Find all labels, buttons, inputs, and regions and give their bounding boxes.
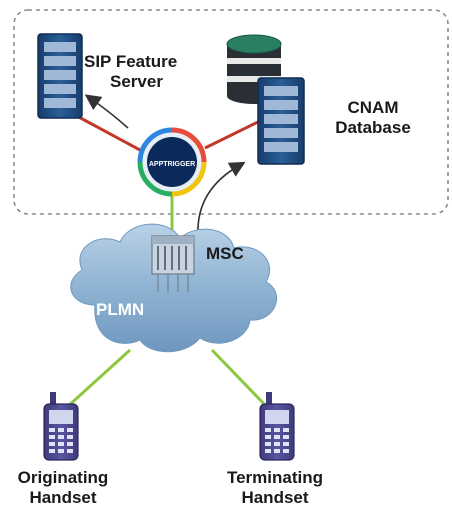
service-layer-boundary <box>13 9 449 215</box>
signal-arrow-to-sip <box>84 94 129 129</box>
link-hub-sip <box>74 113 141 152</box>
sip-server-icon <box>37 33 83 119</box>
link-cloud-term <box>210 348 270 410</box>
originating-handset-label: Originating Handset <box>4 468 122 508</box>
sip-label-line2: Server <box>110 72 163 91</box>
terminating-handset-label: Terminating Handset <box>214 468 336 508</box>
orig-label-line1: Originating <box>17 468 109 487</box>
terminating-phone-icon <box>259 392 295 461</box>
cnam-label-line1: CNAM <box>347 98 399 117</box>
term-label-line2: Handset <box>241 488 309 507</box>
msc-label: MSC <box>206 244 244 263</box>
term-label-line1: Terminating <box>226 468 324 487</box>
sip-feature-server-label: SIP Feature Server <box>84 52 177 92</box>
cnam-server-icon <box>257 77 305 165</box>
plmn-cloud <box>70 223 278 353</box>
link-cloud-orig <box>64 348 132 410</box>
sip-label-line1: SIP Feature <box>84 52 178 71</box>
plmn-label: PLMN <box>96 300 145 319</box>
signal-arrow-to-cnam <box>197 161 246 236</box>
apptrigger-hub-icon: APPTRIGGER <box>137 127 207 197</box>
database-icon <box>226 34 282 104</box>
orig-label-line2: Handset <box>29 488 97 507</box>
hub-label: APPTRIGGER <box>149 161 195 168</box>
cnam-label-line2: Database <box>335 118 411 137</box>
cnam-database-label: CNAM Database <box>318 98 428 138</box>
msc-switch-icon <box>151 235 195 292</box>
link-hub-cnam <box>204 118 263 150</box>
originating-phone-icon <box>43 392 79 461</box>
